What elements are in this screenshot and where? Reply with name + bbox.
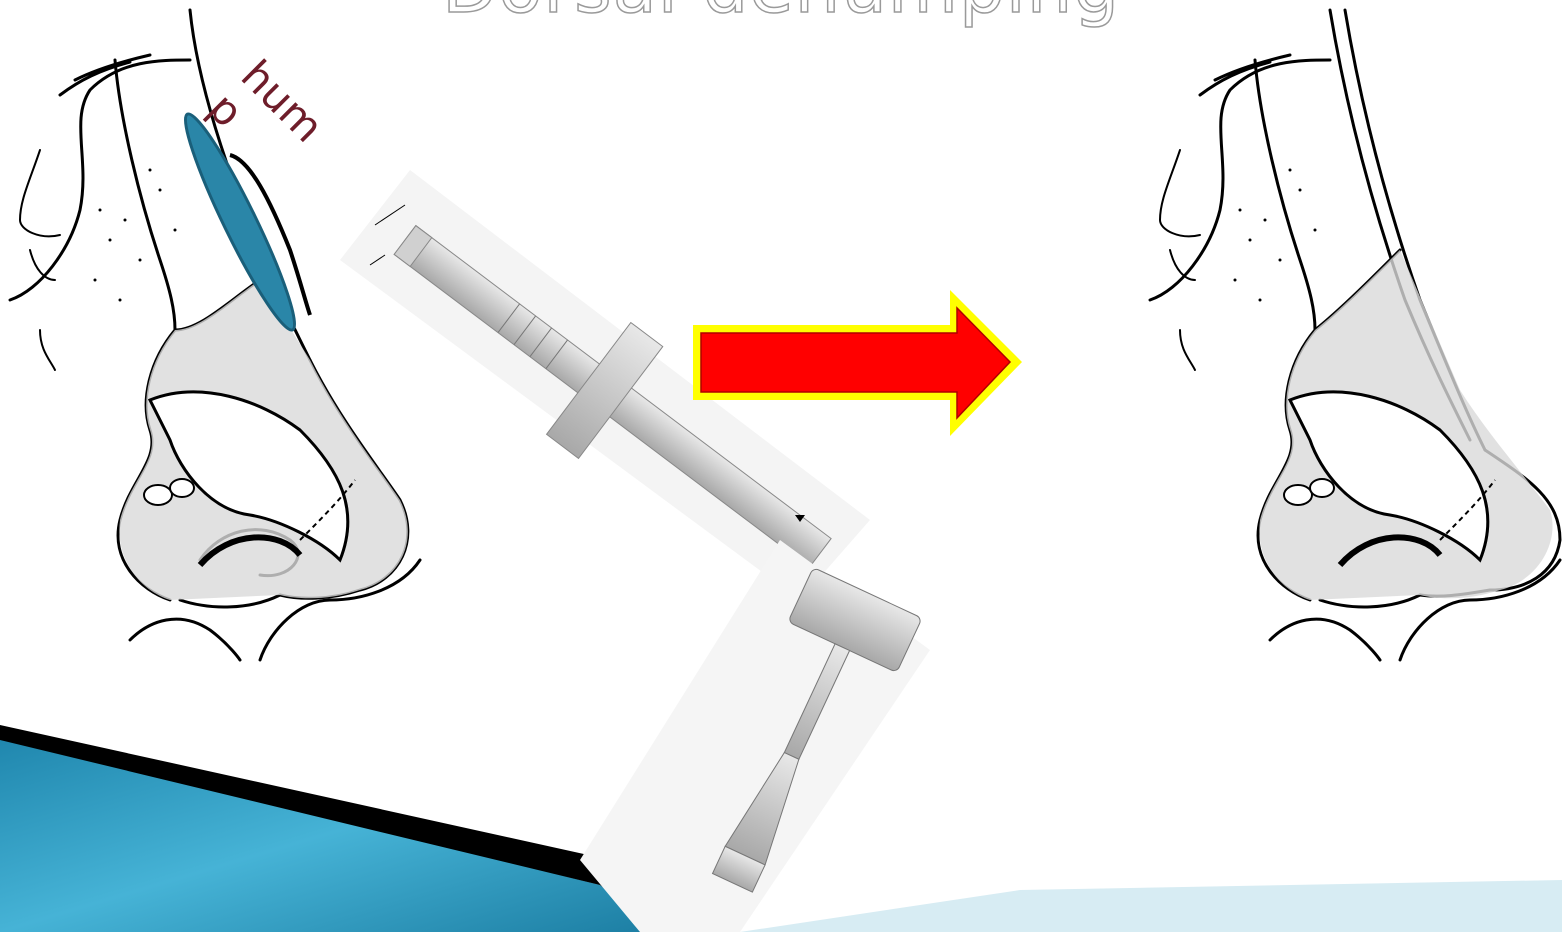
nose-after-illustration bbox=[0, 0, 1562, 932]
slide: Dorsal dehumping hum p bbox=[0, 0, 1562, 932]
